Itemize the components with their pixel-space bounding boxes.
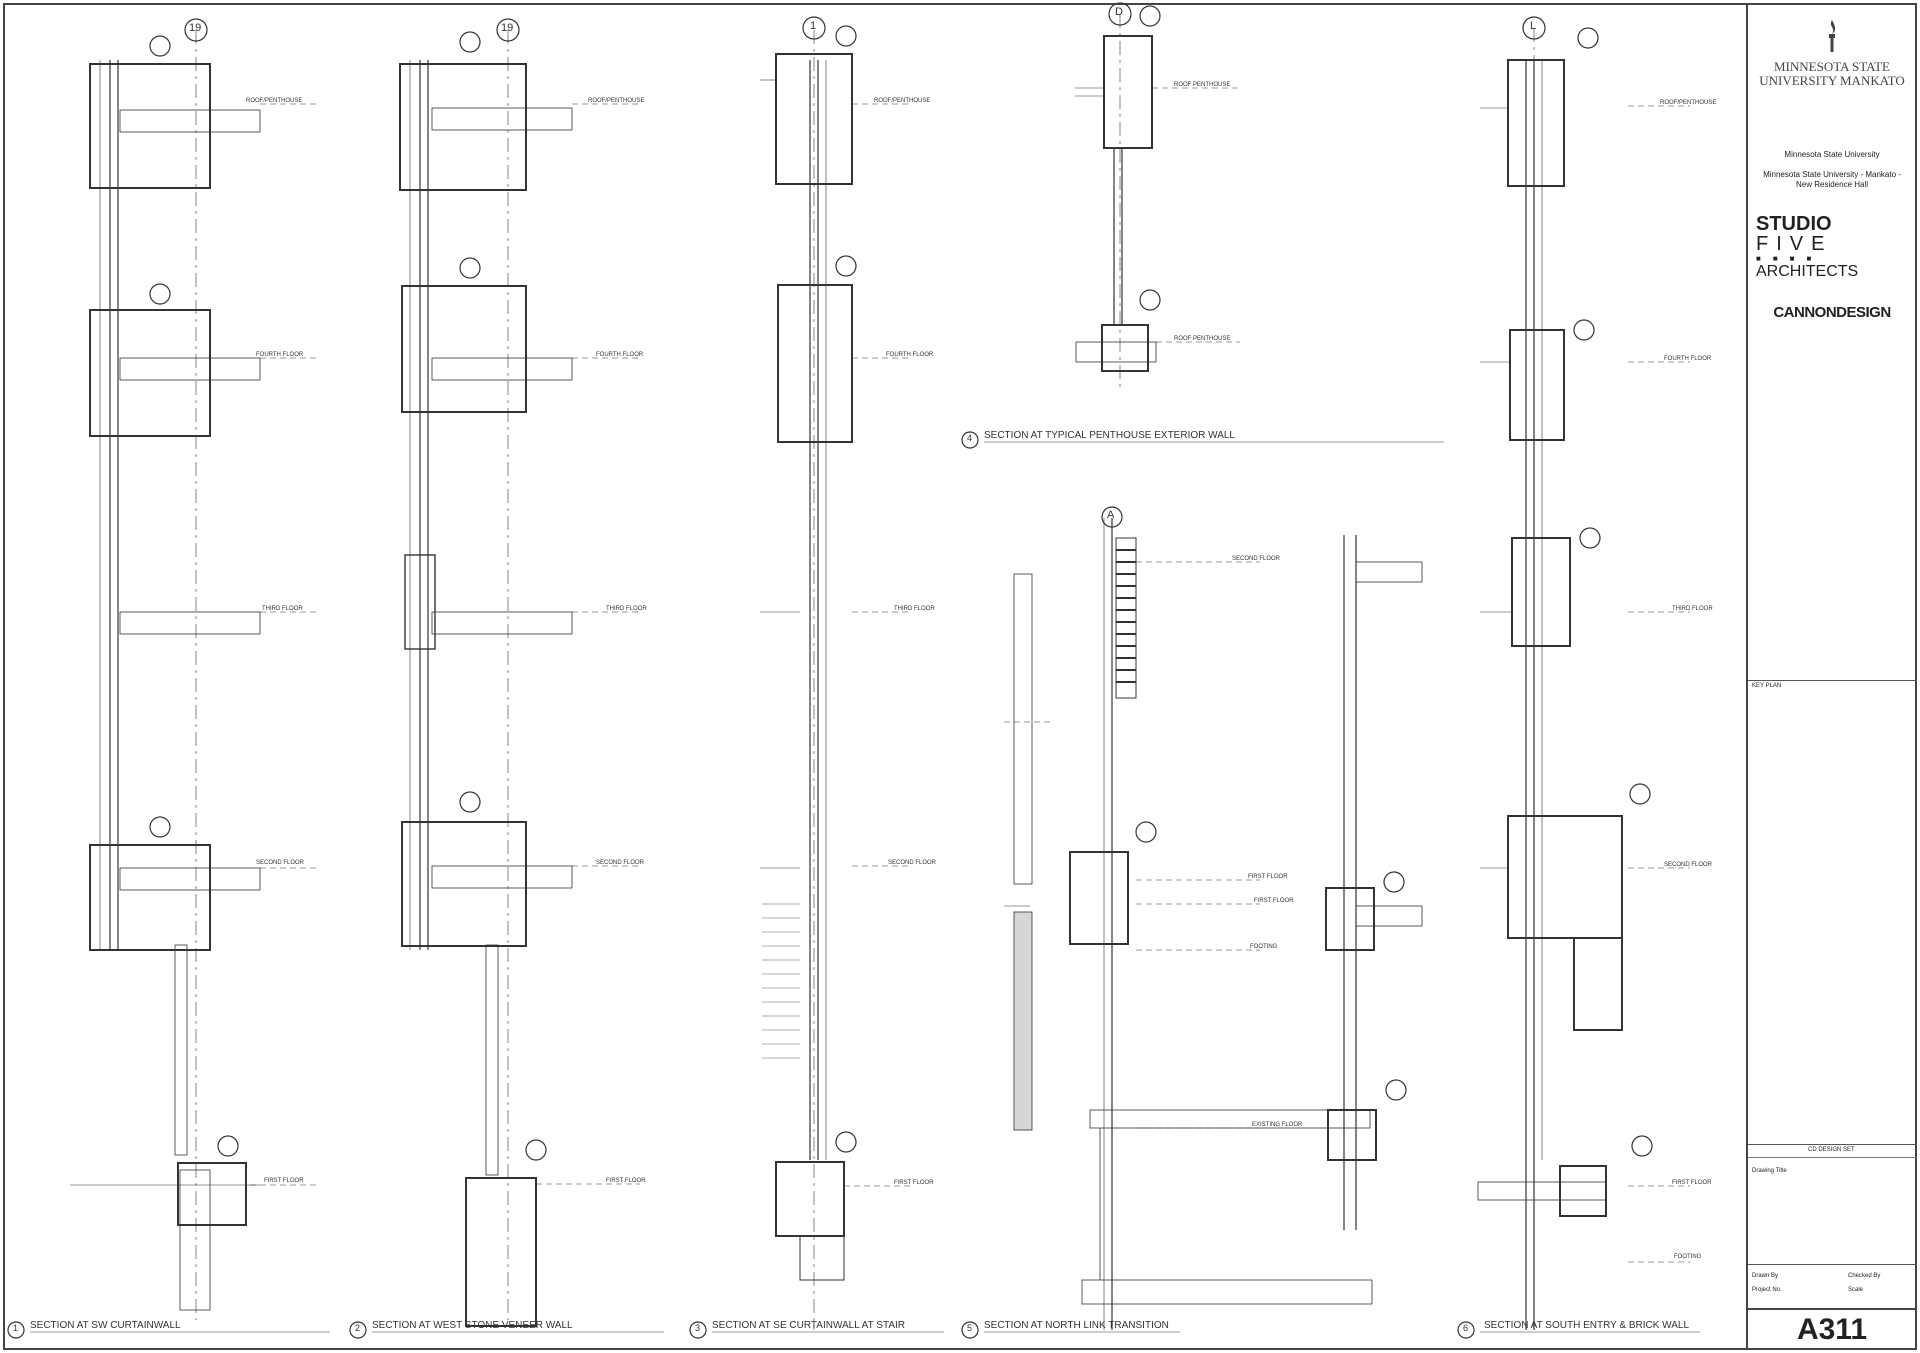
info-block: Drawn By Checked By Project No. Scale <box>1748 1264 1916 1307</box>
level-label-s3-roof: ROOF/PENTHOUSE <box>874 98 931 104</box>
set-label: CD DESIGN SET <box>1808 1147 1855 1153</box>
level-label-s1-first: FIRST FLOOR <box>264 1178 304 1184</box>
section-2-number: 2 <box>355 1323 361 1333</box>
level-label-s2-second: SECOND FLOOR <box>596 860 645 866</box>
grid-label-section-2: 19 <box>501 22 514 34</box>
grid-label-section-5: A <box>1107 509 1115 521</box>
project-line-2: New Residence Hall <box>1795 180 1869 189</box>
architect-line-3: ARCHITECTS <box>1756 263 1859 280</box>
level-label-s2-third: THIRD FLOOR <box>606 606 647 612</box>
section-3-drawing <box>689 16 944 1339</box>
architect-line-2: FIVE <box>1756 233 1833 255</box>
torch-icon <box>1829 20 1836 52</box>
level-label-s2-first: FIRST FLOOR <box>606 1178 646 1184</box>
level-label-s6-third: THIRD FLOOR <box>1672 606 1713 612</box>
level-label-s3-first: FIRST FLOOR <box>894 1180 934 1186</box>
project-no-label: Project No. <box>1752 1287 1782 1293</box>
section-5-title: SECTION AT NORTH LINK TRANSITION <box>984 1320 1169 1331</box>
project-line-1: Minnesota State University - Mankato - <box>1763 170 1901 179</box>
section-5-drawing <box>961 506 1423 1339</box>
drawing-title-label: Drawing Title <box>1752 1168 1787 1174</box>
section-1-number: 1 <box>13 1323 19 1333</box>
section-4-number: 4 <box>967 433 973 443</box>
level-label-s1-roof: ROOF/PENTHOUSE <box>246 98 303 104</box>
architect-line-1: STUDIO <box>1756 213 1832 235</box>
sheet-number: A311 <box>1796 1313 1868 1346</box>
grid-label-section-1: 19 <box>189 22 202 34</box>
university-name: MINNESOTA STATE UNIVERSITY MANKATO <box>1759 59 1905 88</box>
architect-logo: STUDIO FIVE ■■■■ ARCHITECTS <box>1756 213 1859 280</box>
scale-label: Scale <box>1848 1287 1864 1293</box>
level-label-s6-fourth: FOURTH FLOOR <box>1664 356 1712 362</box>
level-label-s6-first: FIRST FLOOR <box>1672 1180 1712 1186</box>
level-label-s6-footing: FOOTING <box>1674 1254 1702 1260</box>
section-3-title: SECTION AT SE CURTAINWALL AT STAIR <box>712 1320 906 1331</box>
consultant-name: CANNONDESIGN <box>1773 304 1891 321</box>
level-label-s1-second: SECOND FLOOR <box>256 860 305 866</box>
section-4-drawing <box>961 2 1444 449</box>
title-block: MINNESOTA STATE UNIVERSITY MANKATO Minne… <box>1746 4 1916 1348</box>
key-plan: KEY PLAN <box>1748 680 1916 1141</box>
drawn-by-label: Drawn By <box>1752 1273 1779 1279</box>
revision-block: CD DESIGN SET Drawing Title <box>1748 1144 1916 1229</box>
level-label-s3-fourth: FOURTH FLOOR <box>886 352 934 358</box>
level-label-s6-roof: ROOF/PENTHOUSE <box>1660 100 1717 106</box>
grid-label-section-4: D <box>1115 6 1123 18</box>
section-2-title: SECTION AT WEST STONE VENEER WALL <box>372 1320 573 1331</box>
level-label-s5-second: SECOND FLOOR <box>1232 556 1281 562</box>
sheet-number-block: A311 <box>1748 1308 1916 1350</box>
key-plan-label: KEY PLAN <box>1752 683 1782 689</box>
level-label-s5-first: FIRST FLOOR <box>1248 874 1288 880</box>
level-label-s5-existing: EXISTING FLOOR <box>1252 1122 1303 1128</box>
level-label-s2-fourth: FOURTH FLOOR <box>596 352 644 358</box>
section-1-drawing <box>7 18 330 1339</box>
section-4-title: SECTION AT TYPICAL PENTHOUSE EXTERIOR WA… <box>984 430 1235 441</box>
level-label-s2-roof: ROOF/PENTHOUSE <box>588 98 645 104</box>
section-5-number: 5 <box>967 1323 973 1333</box>
owner-block: Minnesota State University Minnesota Sta… <box>1748 150 1916 190</box>
level-label-s6-second: SECOND FLOOR <box>1664 862 1713 868</box>
level-label-s1-fourth: FOURTH FLOOR <box>256 352 304 358</box>
level-label-s5-footing: FOOTING <box>1250 944 1278 950</box>
grid-label-section-3: 1 <box>810 20 817 32</box>
grid-label-section-6: L <box>1530 20 1537 32</box>
level-label-s5-first-b: FIRST FLOOR <box>1254 898 1294 904</box>
section-6-drawing <box>1457 16 1700 1339</box>
section-1-title: SECTION AT SW CURTAINWALL <box>30 1320 181 1331</box>
level-label-s1-third: THIRD FLOOR <box>262 606 303 612</box>
section-6-title: SECTION AT SOUTH ENTRY & BRICK WALL <box>1484 1320 1690 1331</box>
level-label-s4-roof: ROOF PENTHOUSE <box>1174 82 1231 88</box>
level-label-s3-second: SECOND FLOOR <box>888 860 937 866</box>
section-2-drawing <box>349 18 664 1339</box>
level-label-s3-third: THIRD FLOOR <box>894 606 935 612</box>
owner-name: Minnesota State University <box>1784 150 1880 159</box>
university-logo: MINNESOTA STATE UNIVERSITY MANKATO <box>1748 18 1916 138</box>
level-label-s4-penthouse: ROOF PENTHOUSE <box>1174 336 1231 342</box>
checked-by-label: Checked By <box>1848 1273 1881 1279</box>
section-3-number: 3 <box>695 1323 701 1333</box>
consultant-logo: CANNONDESIGN <box>1748 304 1916 321</box>
sheet-border <box>3 3 1917 1350</box>
section-6-number: 6 <box>1463 1323 1469 1333</box>
